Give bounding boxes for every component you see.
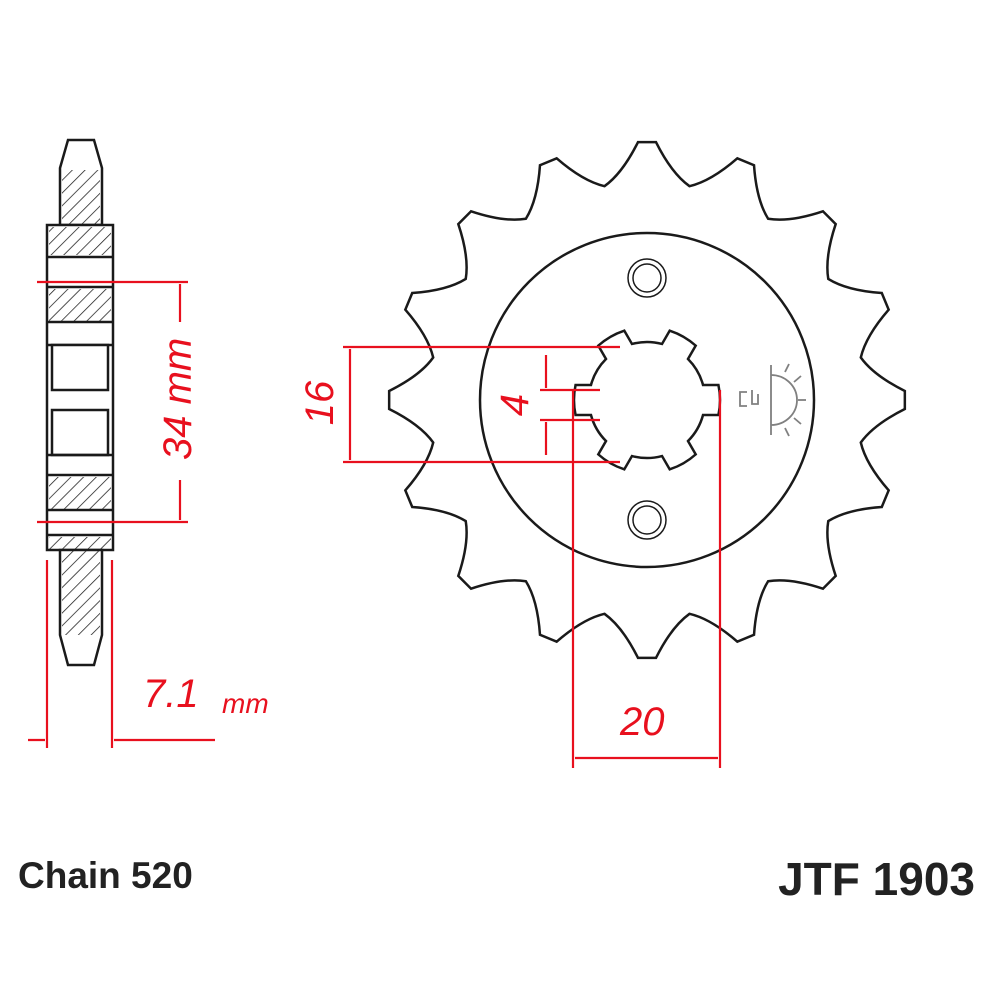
bolt-hole-bottom xyxy=(627,500,667,540)
dim-4-label: 4 xyxy=(493,393,537,417)
dimension-lines xyxy=(28,280,722,768)
dim-16-label: 16 xyxy=(298,380,342,426)
dim-20-label: 20 xyxy=(620,700,665,744)
sprocket-outline xyxy=(387,140,907,660)
dim-7-1-value: 7.1 xyxy=(143,672,199,716)
spline-bore xyxy=(572,329,722,471)
dim-7-1-unit: mm xyxy=(222,688,269,719)
manufacturing-symbol-icon xyxy=(739,363,806,437)
chain-label: Chain 520 xyxy=(18,855,193,896)
bolt-hole-top xyxy=(627,258,667,298)
front-view xyxy=(387,140,907,660)
hub-circle xyxy=(478,231,816,569)
side-view xyxy=(45,138,115,667)
dim-34-label: 34 mm xyxy=(156,337,200,460)
part-number: JTF 1903 xyxy=(778,853,975,905)
